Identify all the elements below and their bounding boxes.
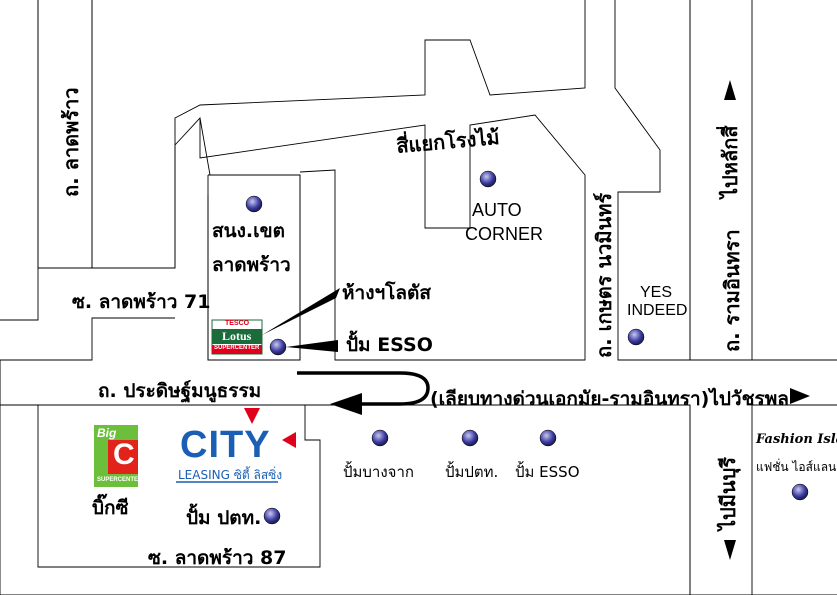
esso-marker-icon [269, 338, 287, 356]
lotus-logo-sub: SUPERCENTER [214, 345, 260, 351]
fashion-island-thai-label: แฟชั่น ไอส์แลน [756, 460, 837, 474]
bigc-logo-top-text: Big [97, 426, 117, 440]
fashion-island-marker-icon [791, 483, 809, 501]
city-logo-sub: LEASING ซิตี้ ลิสซิ่ง [178, 468, 283, 482]
road-label-lat-phrao: ถ. ลาดพร้าว [59, 87, 83, 197]
esso-2-label: ปั้ม ESSO [515, 463, 580, 481]
bigc-logo-letter-bg [108, 440, 138, 474]
city-logo-name: CITY [180, 424, 271, 466]
bangchak-label: ปั้มบางจาก [343, 463, 414, 481]
bigc-logo-sub: SUPERCENTER [97, 477, 143, 483]
ptt-marker-icon [461, 429, 479, 447]
road-lat-phrao-west [37, 0, 175, 269]
detour-arrow-head-icon [330, 393, 362, 415]
road-ramintra-south [690, 405, 753, 595]
road-label-ramintra: ถ. รามอินทรา [720, 229, 744, 352]
ptt-label: ปั้มปตท. [445, 463, 499, 481]
road-kaset-north [614, 0, 691, 361]
road-pradit-south [0, 360, 90, 406]
detour-arrow [297, 371, 430, 415]
district-office-label-line1: สนง.เขต [212, 220, 285, 242]
bigc-label: บิ๊กซี [92, 497, 129, 519]
lotus-logo-sub-band [212, 345, 262, 354]
district-office-marker-icon [245, 195, 263, 213]
bigc-logo-letter: C [113, 438, 135, 471]
red-marker-icon [244, 408, 260, 424]
block-bigc [37, 404, 321, 568]
fashion-island-logo-text: Fashion Island [756, 432, 837, 447]
lotus-callout-pointer [262, 288, 340, 335]
road-ramintra-west [689, 0, 837, 361]
direction-arrows [724, 80, 810, 560]
lotus-callout-label: ห้างฯโลตัส [342, 282, 431, 304]
lotus-logo-top-text: TESCO [225, 320, 250, 327]
esso-2-marker-icon [539, 429, 557, 447]
red-marker-icon [282, 432, 296, 448]
road-label-soi-71: ซ. ลาดพร้าว 71 [72, 291, 211, 313]
location-markers [245, 170, 809, 525]
yes-indeed-label-line2: INDEED [627, 302, 688, 319]
road-label-soi-87: ซ. ลาดพร้าว 87 [148, 547, 287, 569]
auto-corner-label-line1: AUTO [472, 200, 522, 220]
auto-corner-marker-icon [479, 170, 497, 188]
block-district [207, 174, 301, 361]
arrow-south-icon [724, 540, 736, 560]
detour-note-label: (เลียบทางด่วนเอกมัย-รามอินทรา)ไปวัชรพล [430, 388, 789, 410]
road-rong-mai-north [174, 0, 586, 268]
esso-callout-label: ปั้ม ESSO [346, 334, 433, 356]
road-label-kaset-nawamin: ถ. เกษตร นวมินทร์ [592, 192, 616, 358]
road-label-pradit: ถ. ประดิษฐ์มนูธรรม [98, 380, 262, 402]
road-soi-71-lower [0, 317, 175, 361]
direction-label-min-buri: ไปมีนบุรี [716, 456, 740, 530]
detour-arrow-line [297, 371, 430, 406]
esso-callout-pointer [286, 340, 338, 352]
yes-indeed-marker-icon [627, 328, 645, 346]
road-edge [0, 268, 39, 321]
district-office-label-line2: ลาดพร้าว [212, 254, 291, 276]
yes-indeed-label-line1: YES [640, 284, 673, 301]
auto-corner-label-line2: CORNER [465, 224, 544, 244]
road-rong-mai-south [199, 114, 586, 361]
ptt-2-label: ปั้ม ปตท. [186, 507, 262, 529]
ptt-2-marker-icon [263, 507, 281, 525]
arrow-east-icon [790, 388, 810, 404]
lotus-logo-band [212, 329, 262, 344]
lotus-logo-name: Lotus [222, 329, 252, 343]
lotus-logo [211, 319, 263, 355]
bangchak-marker-icon [371, 429, 389, 447]
arrow-north-icon [724, 80, 736, 100]
direction-label-lak-si: ไปหลักสี่ [718, 125, 742, 198]
bigc-logo [94, 425, 138, 487]
